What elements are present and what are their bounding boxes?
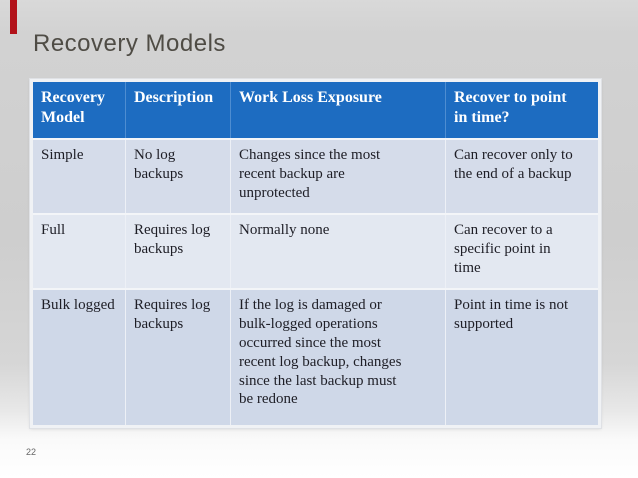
header-cell-work-loss-exposure: Work Loss Exposure [230,80,446,139]
header-cell-description: Description [125,80,231,139]
page-number: 22 [26,447,37,457]
table-row-simple: Simple No log backups Changes since the … [31,138,600,214]
cell-recover-point: Point in time is not supported [445,288,600,426]
table-row-full: Full Requires log backups Normally none … [31,213,600,289]
cell-model: Simple [31,138,126,214]
recovery-models-table: Recovery Model Description Work Loss Exp… [30,79,601,428]
header-cell-recover-to-point: Recover to point in time? [445,80,600,139]
header-cell-recovery-model: Recovery Model [31,80,126,139]
red-accent-bar [10,0,17,34]
table-header-row: Recovery Model Description Work Loss Exp… [31,80,600,139]
slide-title: Recovery Models [33,30,226,57]
cell-recover-point: Can recover to a specific point in time [445,213,600,289]
cell-recover-point: Can recover only to the end of a backup [445,138,600,214]
cell-description: No log backups [125,138,231,214]
cell-work-loss: Changes since the most recent backup are… [230,138,446,214]
cell-work-loss: If the log is damaged or bulk-logged ope… [230,288,446,426]
cell-description: Requires log backups [125,213,231,289]
table-row-bulk-logged: Bulk logged Requires log backups If the … [31,288,600,426]
cell-work-loss: Normally none [230,213,446,289]
cell-model: Full [31,213,126,289]
cell-description: Requires log backups [125,288,231,426]
cell-model: Bulk logged [31,288,126,426]
